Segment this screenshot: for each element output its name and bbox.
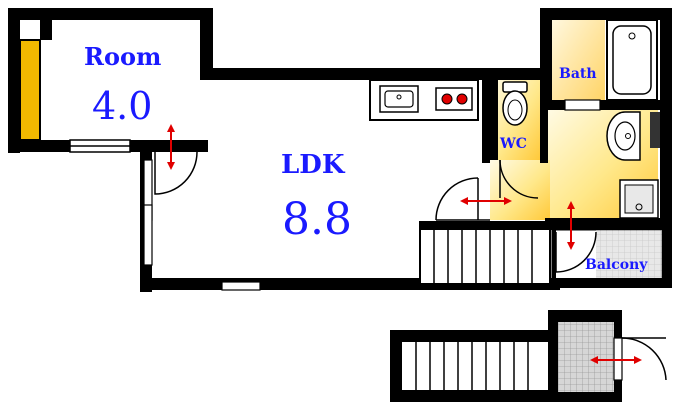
balcony-label: Balcony <box>585 257 648 273</box>
bath-door <box>564 99 601 111</box>
room-window <box>69 139 131 153</box>
bath-label: Bath <box>559 66 597 82</box>
bathtub-icon <box>606 19 658 101</box>
ldk-side-window <box>143 159 153 266</box>
room-door <box>154 151 198 195</box>
stove-icon <box>435 87 473 111</box>
room-size-label: 4.0 <box>92 84 153 128</box>
room-walls <box>8 8 213 153</box>
kitchen-sink-icon <box>379 85 419 113</box>
wc-walls <box>482 68 548 163</box>
toilet-icon <box>502 81 528 126</box>
wc-label: WC <box>500 136 527 152</box>
washroom-wall <box>545 218 672 230</box>
landing <box>548 310 622 402</box>
hall-floor <box>490 160 550 220</box>
ldk-name-label: LDK <box>281 150 345 180</box>
wc-door <box>499 159 539 199</box>
ldk-window <box>221 281 261 291</box>
balcony <box>551 229 672 288</box>
stairs-lower <box>390 330 550 402</box>
bath-floor <box>552 18 605 100</box>
ldk-size-label: 8.8 <box>282 194 352 245</box>
room-name-label: Room <box>84 42 162 71</box>
washbasin-icon <box>606 111 660 161</box>
stairs-upper <box>419 221 551 285</box>
entry-door <box>435 177 490 221</box>
closet <box>19 39 41 141</box>
washing-machine-icon <box>619 179 659 219</box>
balcony-door <box>555 231 597 273</box>
